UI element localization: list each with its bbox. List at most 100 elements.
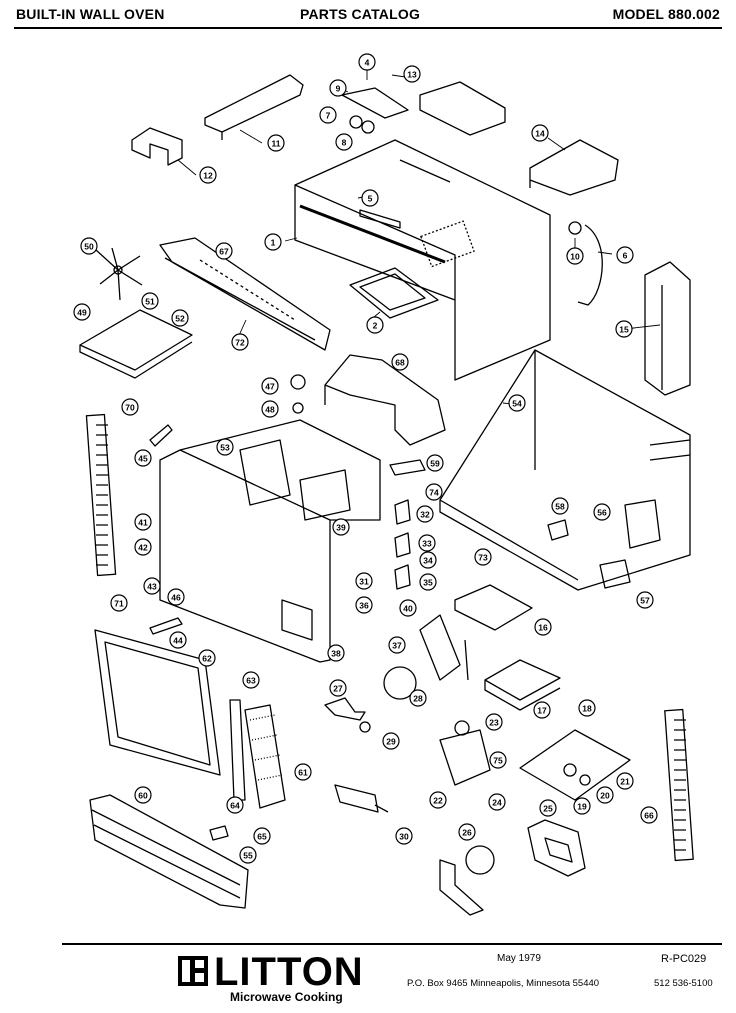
callout-28: 28 <box>409 689 427 707</box>
callout-label: 55 <box>243 851 253 861</box>
callout-circle <box>335 133 353 151</box>
callout-label: 13 <box>407 70 417 80</box>
part-13-cover <box>419 81 506 136</box>
callout-41: 41 <box>134 513 152 531</box>
callout-label: 59 <box>430 459 440 469</box>
part-6-cable <box>577 224 603 306</box>
callout-label: 72 <box>235 338 245 348</box>
callout-circle <box>121 398 139 416</box>
part-19-relay <box>563 763 577 777</box>
callout-57: 57 <box>636 591 654 609</box>
callout-circle <box>143 577 161 595</box>
callout-33: 33 <box>418 534 436 552</box>
callout-circle <box>409 689 427 707</box>
callout-label: 53 <box>220 443 230 453</box>
litton-logo: LITTON <box>178 952 364 992</box>
callout-58: 58 <box>551 497 569 515</box>
callout-label: 16 <box>538 623 548 633</box>
callout-67: 67 <box>215 242 233 260</box>
callout-label: 58 <box>555 502 565 512</box>
part-57-transformer <box>599 559 631 589</box>
callout-circle <box>231 333 249 351</box>
callout-circle <box>110 594 128 612</box>
callout-5: 5 <box>361 189 379 207</box>
callout-43: 43 <box>143 577 161 595</box>
callout-label: 44 <box>173 636 183 646</box>
callout-circle <box>508 394 526 412</box>
part-12-bracket <box>131 127 183 166</box>
part-47-wheel <box>290 374 306 390</box>
callout-label: 29 <box>386 737 396 747</box>
callout-circle <box>578 699 596 717</box>
callout-circle <box>332 518 350 536</box>
callout-68: 68 <box>391 353 409 371</box>
part-54-wrapper <box>439 349 691 591</box>
callout-circle <box>419 551 437 569</box>
callout-7: 7 <box>319 106 337 124</box>
header-rule <box>14 27 722 29</box>
part-55-bracket <box>547 519 569 541</box>
callout-label: 24 <box>492 798 502 808</box>
callout-circle <box>366 316 384 334</box>
callout-12: 12 <box>199 166 217 184</box>
callout-label: 1 <box>271 238 276 248</box>
callout-circle <box>636 591 654 609</box>
part-17-plate <box>484 659 561 711</box>
callout-label: 8 <box>342 138 347 148</box>
part-16-bracket <box>419 584 533 681</box>
callout-circle <box>539 799 557 817</box>
callout-1: 1 <box>264 233 282 251</box>
product-title: BUILT-IN WALL OVEN <box>16 6 165 22</box>
callout-circle <box>261 377 279 395</box>
callout-label: 15 <box>619 325 629 335</box>
callout-circle <box>134 513 152 531</box>
callout-circle <box>134 449 152 467</box>
publication-date: May 1979 <box>497 953 541 964</box>
callout-circle <box>596 786 614 804</box>
part-62-door <box>94 629 221 776</box>
callout-label: 32 <box>420 510 430 520</box>
callout-label: 28 <box>413 694 423 704</box>
callout-circle <box>226 796 244 814</box>
callout-label: 10 <box>570 252 580 262</box>
callout-label: 2 <box>373 321 378 331</box>
callout-circle <box>382 732 400 750</box>
callout-39: 39 <box>332 518 350 536</box>
part-27-bracket <box>324 697 366 721</box>
part-68-duct <box>324 354 446 446</box>
callout-38: 38 <box>327 644 345 662</box>
callout-label: 46 <box>171 593 181 603</box>
callout-circle <box>485 713 503 731</box>
callout-label: 18 <box>582 704 592 714</box>
callout-circle <box>134 538 152 556</box>
part-50-fan-blade <box>95 247 143 301</box>
callout-66: 66 <box>640 806 658 824</box>
callout-63: 63 <box>242 671 260 689</box>
callout-label: 17 <box>537 706 547 716</box>
callout-circle <box>533 701 551 719</box>
callout-label: 9 <box>336 84 341 94</box>
callout-label: 66 <box>644 811 654 821</box>
part-11-top-trim <box>204 74 304 140</box>
callout-6: 6 <box>616 246 634 264</box>
callout-label: 67 <box>219 247 229 257</box>
callout-45: 45 <box>134 449 152 467</box>
callout-circle <box>388 636 406 654</box>
part-1-cabinet <box>294 139 551 381</box>
callout-label: 4 <box>365 58 370 68</box>
callout-54: 54 <box>508 394 526 412</box>
callout-label: 20 <box>600 791 610 801</box>
callout-44: 44 <box>169 631 187 649</box>
callout-47: 47 <box>261 377 279 395</box>
leader-lines <box>177 66 661 406</box>
callout-50: 50 <box>80 237 98 255</box>
footer-rule <box>62 943 722 945</box>
callout-74: 74 <box>425 483 443 501</box>
callout-59: 59 <box>426 454 444 472</box>
callout-label: 73 <box>478 553 488 563</box>
callout-17: 17 <box>533 701 551 719</box>
part-65-clip <box>209 825 229 841</box>
callout-circle <box>167 588 185 606</box>
callout-circle <box>419 573 437 591</box>
